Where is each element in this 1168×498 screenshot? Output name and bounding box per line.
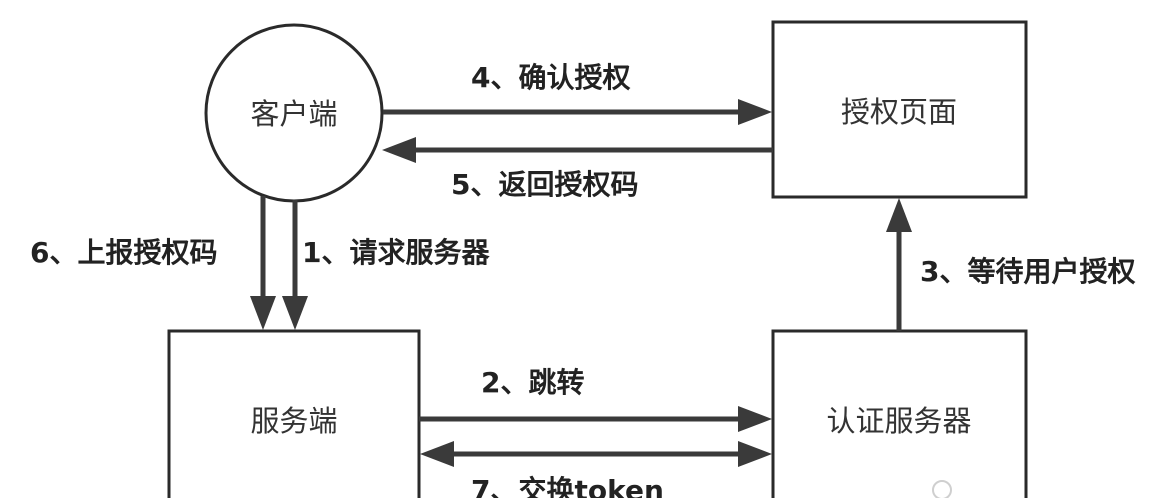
edge-7-arrowhead-left <box>420 441 454 467</box>
edge-exchange-token: 7、交换token <box>420 441 772 498</box>
auth-server-label: 认证服务器 <box>826 404 971 438</box>
edge-4-arrowhead <box>738 99 772 125</box>
edge-1-arrowhead <box>282 296 308 330</box>
edge-2-arrowhead <box>738 406 772 432</box>
server-box <box>167 329 421 498</box>
edge-6-arrowhead <box>250 296 276 330</box>
edge-5-label: 5、返回授权码 <box>451 168 638 201</box>
edge-report-auth-code: 6、上报授权码 <box>30 196 276 330</box>
edge-1-label: 1、请求服务器 <box>302 236 490 269</box>
edge-wait-user-authorization: 3、等待用户授权 <box>886 198 1135 331</box>
node-auth-page: 授权页面 <box>771 20 1028 199</box>
edge-5-arrowhead <box>382 137 416 163</box>
auth-page-box <box>771 20 1028 199</box>
edge-2-label: 2、跳转 <box>481 366 584 399</box>
node-server: 服务端 <box>167 329 421 498</box>
edge-7-label: 7、交换token <box>471 474 664 498</box>
edge-confirm-authorization: 4、确认授权 <box>383 61 772 125</box>
edge-7-arrowhead-right <box>738 441 772 467</box>
edge-return-auth-code: 5、返回授权码 <box>382 137 773 201</box>
auth-page-label: 授权页面 <box>841 95 957 129</box>
edge-3-arrowhead <box>886 198 912 232</box>
watermark <box>932 480 952 498</box>
auth-server-box <box>771 329 1028 498</box>
client-label: 客户端 <box>250 97 337 131</box>
watermark-icon <box>932 480 952 498</box>
edge-6-label: 6、上报授权码 <box>30 236 217 269</box>
edge-request-server: 1、请求服务器 <box>282 200 490 330</box>
edge-redirect: 2、跳转 <box>419 366 772 432</box>
node-client: 客户端 <box>204 23 384 203</box>
edge-4-label: 4、确认授权 <box>471 61 630 94</box>
server-label: 服务端 <box>250 404 337 438</box>
edge-3-label: 3、等待用户授权 <box>920 255 1135 288</box>
node-auth-server: 认证服务器 <box>771 329 1028 498</box>
